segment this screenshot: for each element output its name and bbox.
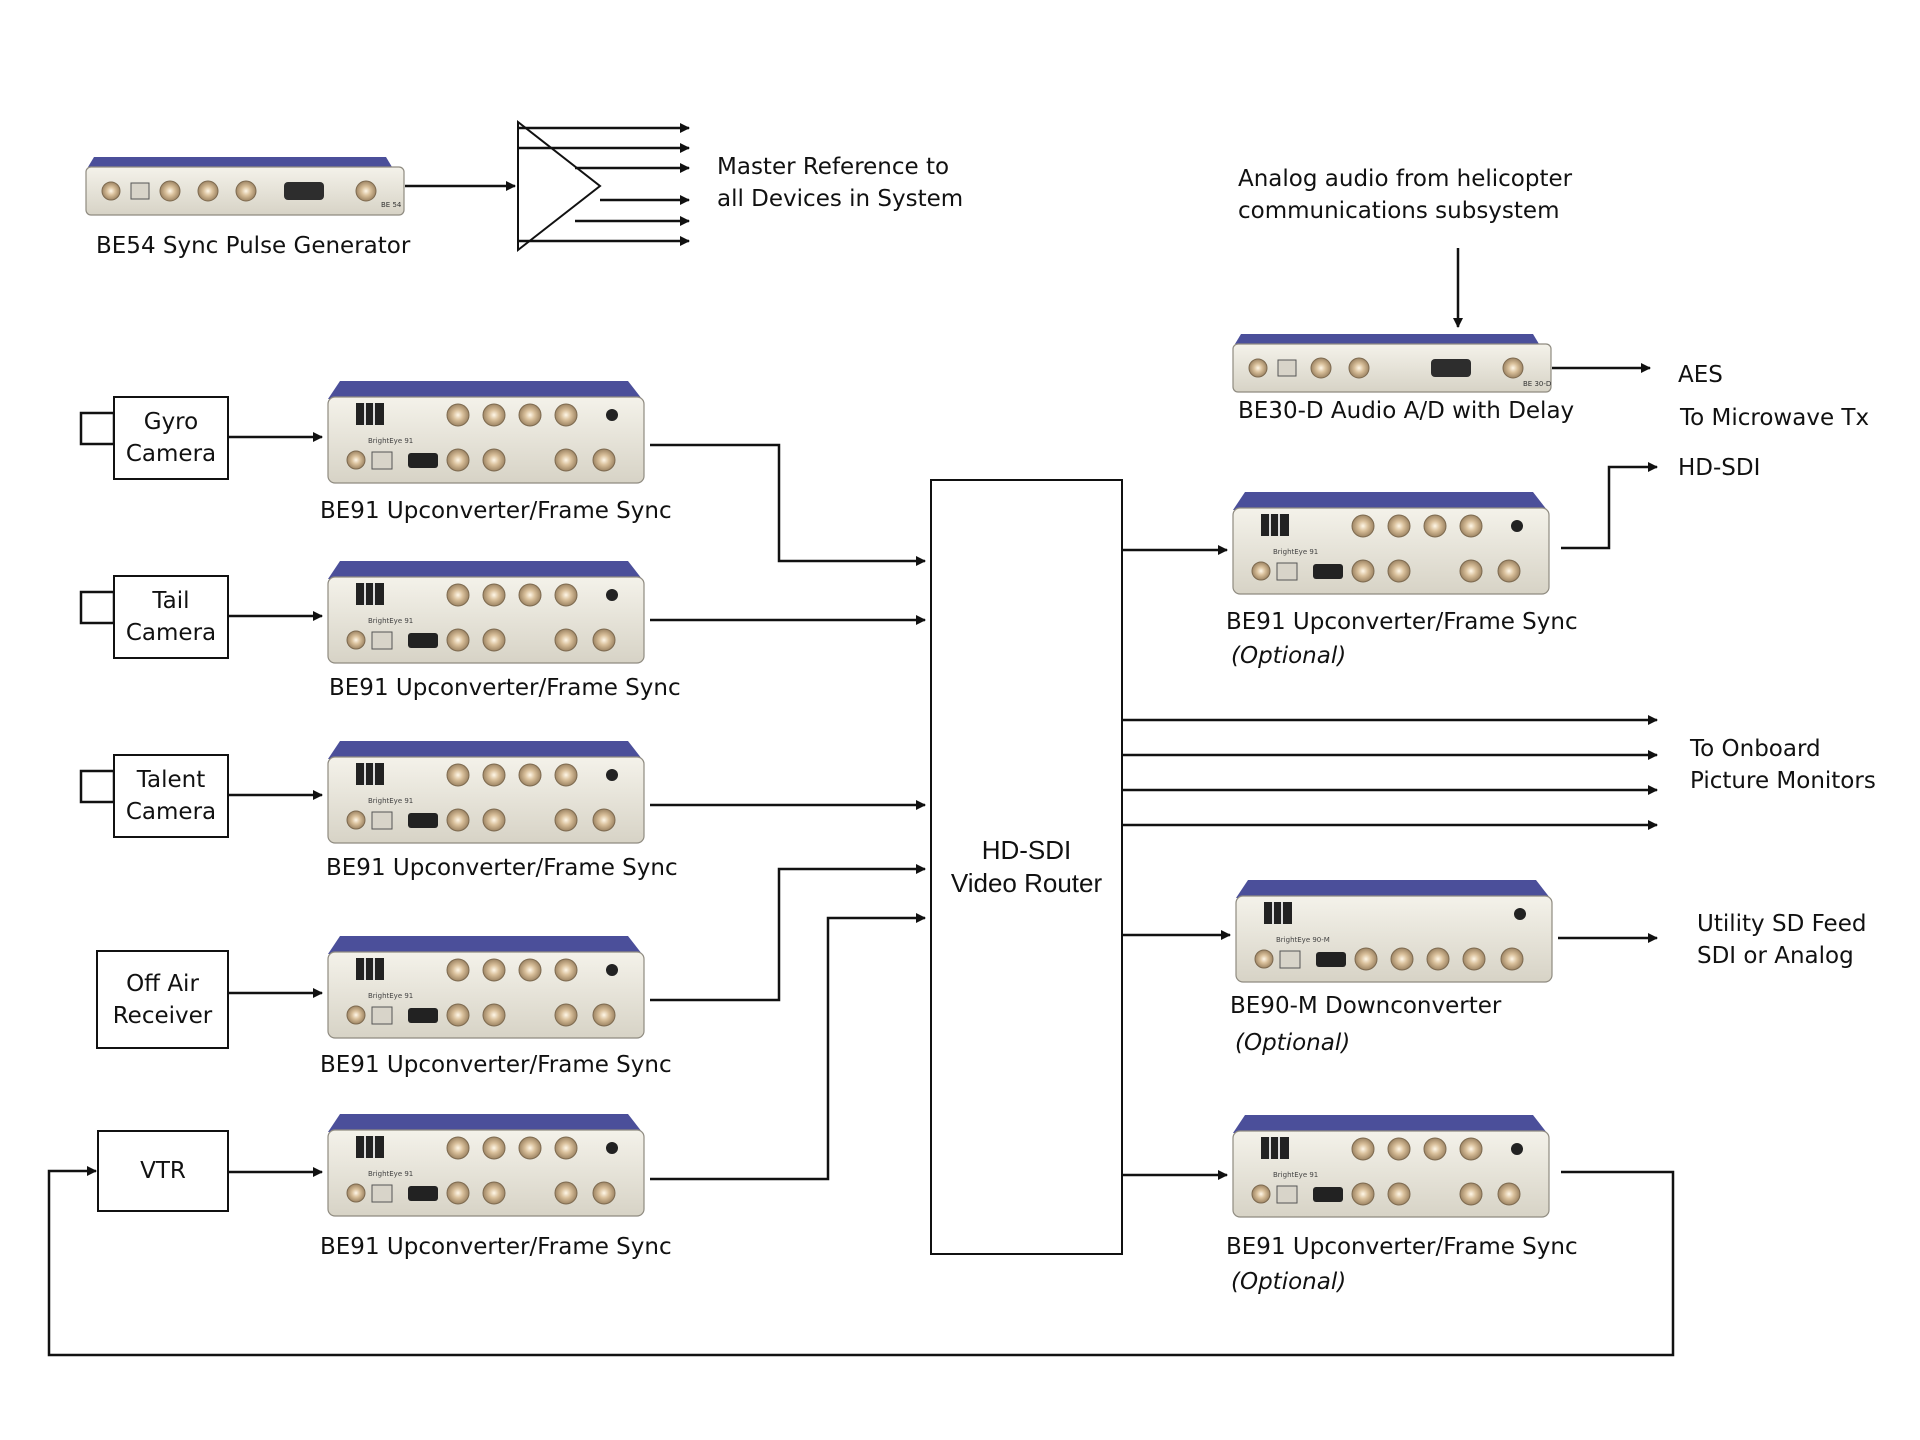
gyro-camera-box: Gyro Camera [113, 396, 229, 480]
microwave-tx-label: To Microwave Tx [1680, 405, 1870, 431]
be91-upconverter-offair: BrightEye 91 [327, 936, 645, 1039]
badge: BrightEye 91 [1273, 1171, 1318, 1179]
be91-upconverter-out-2: BrightEye 91 [1232, 1115, 1550, 1218]
badge: BrightEye 91 [368, 1170, 413, 1178]
badge: BrightEye 90-M [1276, 936, 1330, 944]
badge: BrightEye 91 [1273, 548, 1318, 556]
tail-camera-box: Tail Camera [113, 575, 229, 659]
be30d-label: BE30-D Audio A/D with Delay [1238, 398, 1575, 424]
router-label: HD-SDI Video Router [950, 835, 1103, 898]
be54-sync-generator: BE 54 [85, 157, 405, 216]
talent-camera-label: Talent Camera [125, 767, 217, 825]
talent-camera-box: Talent Camera [113, 754, 229, 838]
vtr-label: VTR [140, 1158, 186, 1184]
be90m-downconverter: BrightEye 90-M [1235, 880, 1553, 983]
gyro-camera-label: Gyro Camera [125, 409, 217, 467]
be91-tail-label: BE91 Upconverter/Frame Sync [329, 675, 681, 701]
be91-out1-label: BE91 Upconverter/Frame Sync [1226, 609, 1578, 635]
be90m-label: BE90-M Downconverter [1230, 993, 1502, 1019]
be91-out1-note: (Optional) [1231, 643, 1347, 669]
be91-offair-label: BE91 Upconverter/Frame Sync [320, 1052, 672, 1078]
be91-upconverter-talent: BrightEye 91 [327, 741, 645, 844]
brand-tag: BE 54 [381, 201, 402, 209]
be54-label: BE54 Sync Pulse Generator [96, 233, 411, 259]
be30d-audio-ad: BE 30-D [1232, 334, 1552, 393]
be91-upconverter-vtr: BrightEye 91 [327, 1114, 645, 1217]
onboard-monitors-label: To Onboard Picture Monitors [1690, 736, 1876, 794]
master-reference-note: Master Reference to all Devices in Syste… [717, 154, 964, 212]
off-air-receiver-label: Off Air Receiver [112, 970, 213, 1029]
badge: BrightEye 91 [368, 617, 413, 625]
utility-sd-feed-label: Utility SD Feed SDI or Analog [1697, 911, 1867, 969]
badge: BrightEye 91 [368, 797, 413, 805]
be91-upconverter-gyro: BrightEye 91 [327, 381, 645, 484]
be91-out2-label: BE91 Upconverter/Frame Sync [1226, 1234, 1578, 1260]
distribution-amp-icon [517, 119, 602, 253]
tail-camera-label: Tail Camera [125, 588, 217, 646]
be91-gyro-label: BE91 Upconverter/Frame Sync [320, 498, 672, 524]
be90m-note: (Optional) [1235, 1030, 1351, 1056]
be91-upconverter-tail: BrightEye 91 [327, 561, 645, 664]
vtr-box: VTR [97, 1130, 229, 1212]
hd-sdi-output-label: HD-SDI [1678, 455, 1761, 481]
connector-lines [47, 119, 1675, 1357]
helicopter-audio-note: Analog audio from helicopter communicati… [1238, 166, 1573, 224]
off-air-receiver-box: Off Air Receiver [96, 950, 229, 1049]
hd-sdi-video-router: HD-SDI Video Router [930, 479, 1123, 1255]
aes-output-label: AES [1678, 362, 1723, 388]
brand-tag: BE 30-D [1523, 380, 1551, 388]
be91-out2-note: (Optional) [1231, 1269, 1347, 1295]
badge: BrightEye 91 [368, 437, 413, 445]
camera-tabs [79, 411, 116, 804]
be91-talent-label: BE91 Upconverter/Frame Sync [326, 855, 678, 881]
be91-upconverter-out-1: BrightEye 91 [1232, 492, 1550, 595]
be91-vtr-label: BE91 Upconverter/Frame Sync [320, 1234, 672, 1260]
badge: BrightEye 91 [368, 992, 413, 1000]
